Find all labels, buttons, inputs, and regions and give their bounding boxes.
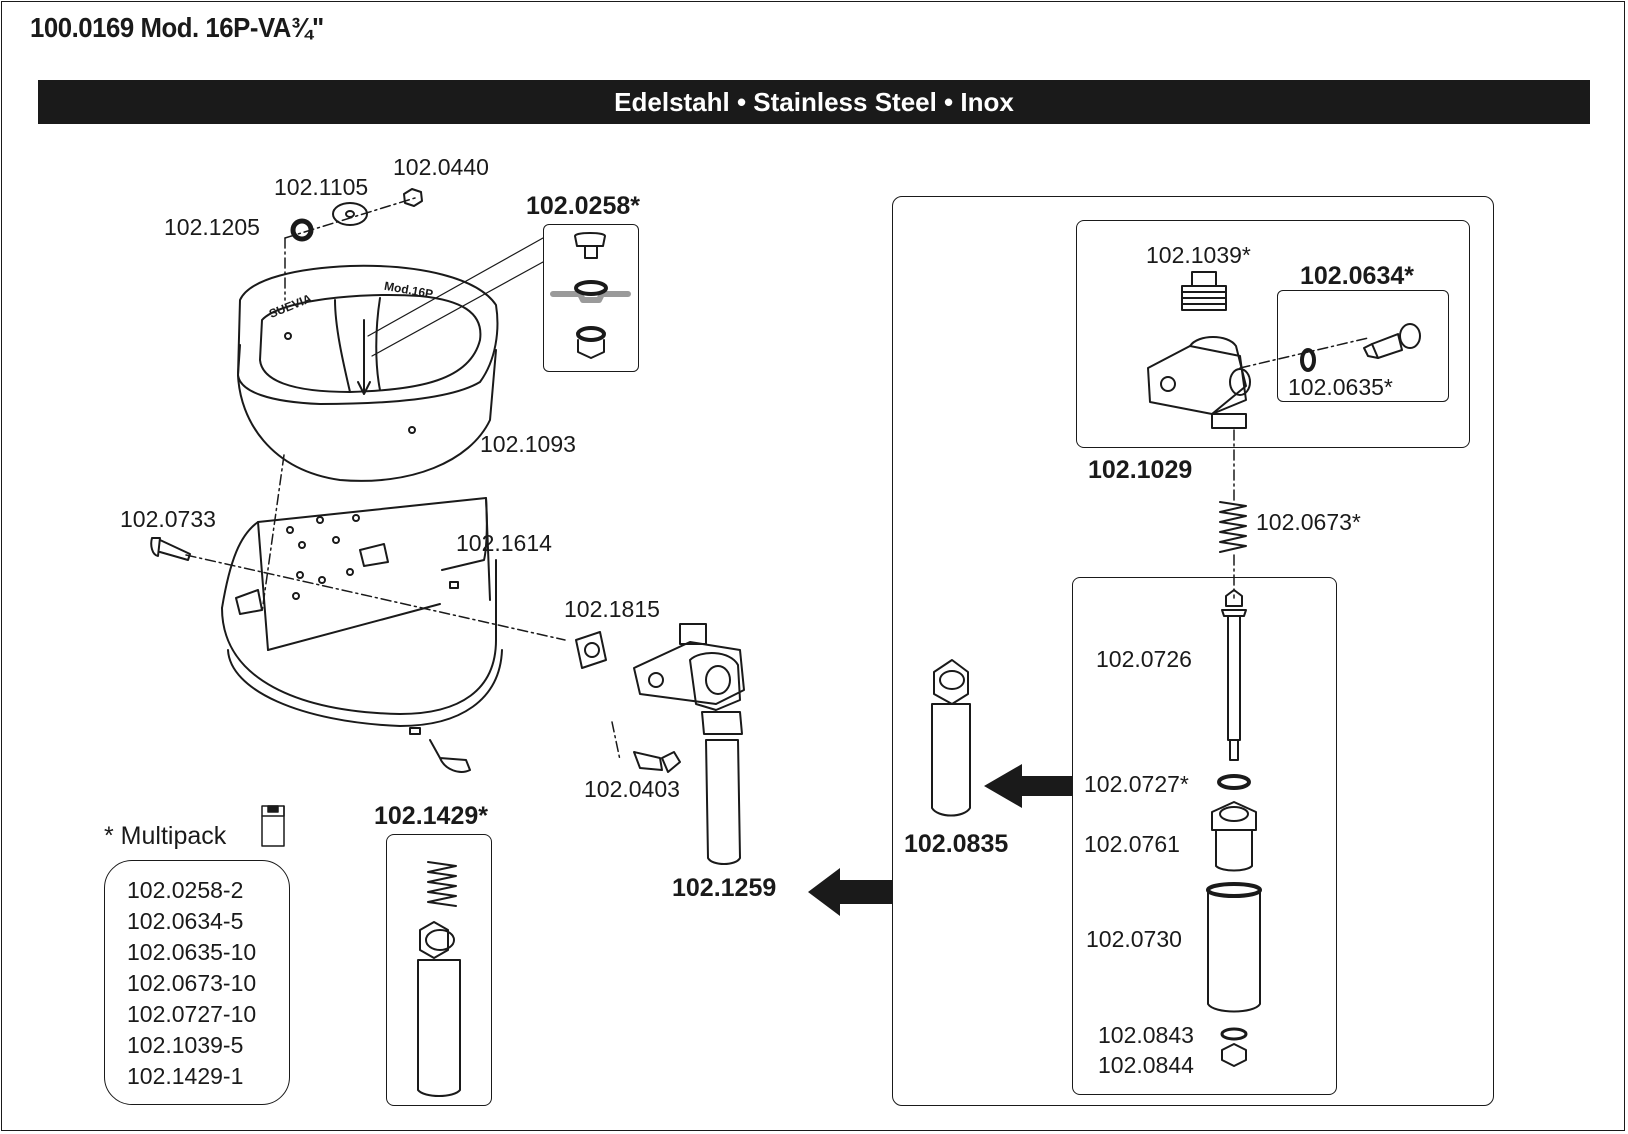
multipack-title: * Multipack <box>104 822 227 850</box>
detail-box-valve-internals <box>1072 577 1337 1095</box>
leader-line-0258 <box>367 237 544 337</box>
page-title: 100.0169 Mod. 16P-VA¾" <box>30 12 324 43</box>
box-icon <box>261 805 285 847</box>
ring-0727 <box>1217 774 1251 790</box>
part-0835 <box>931 659 971 817</box>
spring-0673 <box>1219 501 1247 553</box>
part-label-1259[interactable]: 102.1259 <box>672 874 777 902</box>
washer-1105 <box>332 202 368 226</box>
valve-1259 <box>633 623 745 865</box>
part-label-0634[interactable]: 102.0634* <box>1300 262 1415 290</box>
mounting-bracket-1614 <box>221 497 503 735</box>
part-label-1093[interactable]: 102.1093 <box>480 431 576 457</box>
clip-nut-1815 <box>575 631 607 669</box>
leader-line-0258-b <box>371 261 544 357</box>
part-label-0730[interactable]: 102.0730 <box>1086 926 1182 952</box>
detail-box-0258 <box>543 224 639 372</box>
part-label-0258[interactable]: 102.0258* <box>526 192 641 220</box>
part-label-0843[interactable]: 102.0843 <box>1098 1022 1194 1048</box>
nut-0440 <box>403 188 423 207</box>
detail-box-1029 <box>1076 220 1470 448</box>
part-label-0635[interactable]: 102.0635* <box>1288 374 1393 400</box>
part-label-0403[interactable]: 102.0403 <box>584 776 680 802</box>
multipack-item: 102.1039-5 <box>127 1032 244 1058</box>
screw-0733 <box>150 537 191 561</box>
part-label-1429[interactable]: 102.1429* <box>374 802 489 830</box>
washer-1105-hole <box>345 210 355 218</box>
arrow-left-icon <box>984 764 1072 808</box>
parts-1429 <box>417 861 461 1097</box>
multipack-item: 102.0727-10 <box>127 1001 257 1027</box>
part-label-0733[interactable]: 102.0733 <box>120 506 216 532</box>
screw-0634 <box>1363 323 1421 359</box>
nut-0761 <box>1211 801 1257 872</box>
part-label-0727[interactable]: 102.0727* <box>1084 771 1189 797</box>
multipack-item: 102.0634-5 <box>127 908 244 934</box>
washer-0843 <box>1220 1027 1248 1041</box>
multipack-item: 102.0258-2 <box>127 877 244 903</box>
valve-body-1029 <box>1147 336 1251 429</box>
part-label-0761[interactable]: 102.0761 <box>1084 831 1180 857</box>
part-label-0440[interactable]: 102.0440 <box>393 154 489 180</box>
washer-1205 <box>290 218 314 242</box>
part-label-1105[interactable]: 102.1105 <box>274 174 369 200</box>
drinking-bowl-1093 <box>237 264 499 482</box>
nut-0844 <box>1221 1043 1247 1067</box>
o-ring-0635 <box>1300 348 1316 372</box>
part-label-1614[interactable]: 102.1614 <box>456 530 552 556</box>
part-label-1029[interactable]: 102.1029 <box>1088 456 1193 484</box>
part-label-1815[interactable]: 102.1815 <box>564 596 660 622</box>
part-label-1039[interactable]: 102.1039* <box>1146 242 1251 268</box>
tube-0730 <box>1206 882 1262 1013</box>
part-label-0835[interactable]: 102.0835 <box>904 830 1009 858</box>
bolt-0403 <box>633 751 681 773</box>
multipack-item: 102.0635-10 <box>127 939 257 965</box>
material-banner: Edelstahl • Stainless Steel • Inox <box>38 80 1590 124</box>
plug-1039 <box>1181 271 1227 311</box>
part-label-0844[interactable]: 102.0844 <box>1098 1052 1194 1078</box>
arrow-left-icon <box>808 868 892 916</box>
detail-box-0634 <box>1277 290 1449 402</box>
detail-box-1429 <box>386 834 492 1106</box>
parts-0258 <box>550 232 631 359</box>
part-label-0726[interactable]: 102.0726 <box>1096 646 1192 672</box>
screw-bottom <box>429 739 471 773</box>
detail-box-valve-assembly <box>892 196 1494 1106</box>
part-label-0673[interactable]: 102.0673* <box>1256 509 1361 535</box>
multipack-item: 102.1429-1 <box>127 1063 244 1089</box>
multipack-list: 102.0258-2 102.0634-5 102.0635-10 102.06… <box>104 860 290 1105</box>
part-label-1205[interactable]: 102.1205 <box>164 214 260 240</box>
multipack-item: 102.0673-10 <box>127 970 257 996</box>
pin-0726 <box>1221 589 1247 761</box>
